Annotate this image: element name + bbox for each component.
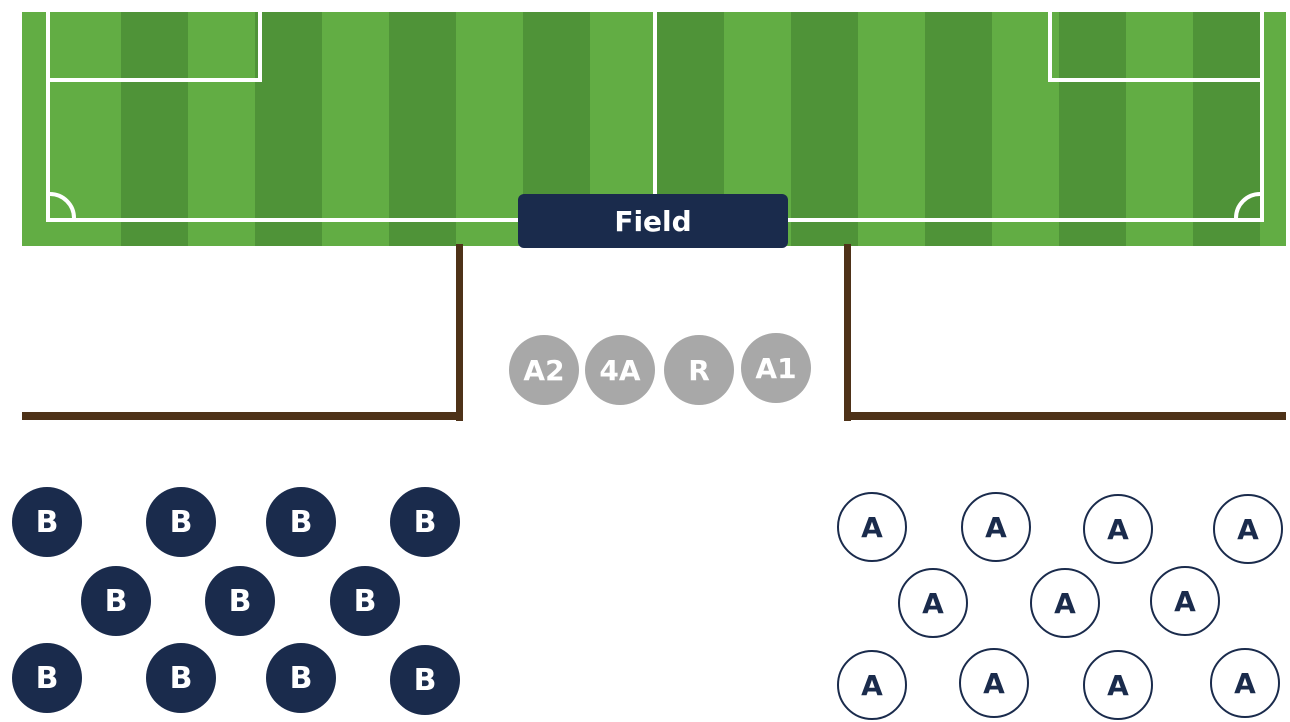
official-r: R: [664, 335, 734, 405]
pitch-stripe: [925, 12, 992, 246]
team-b-player: B: [330, 566, 400, 636]
team-b-player: B: [12, 487, 82, 557]
left-corner-arc: [49, 192, 76, 219]
team-a-player: A: [1083, 650, 1153, 720]
team-b-player: B: [12, 643, 82, 713]
left-barrier-rail: [22, 412, 463, 420]
team-b-player: B: [390, 487, 460, 557]
pitch-stripe: [389, 12, 456, 246]
team-a-player: A: [837, 650, 907, 720]
team-a-player: A: [837, 492, 907, 562]
left-barrier-post: [456, 244, 463, 421]
team-a-player: A: [1150, 566, 1220, 636]
pitch-stripe: [1059, 12, 1126, 246]
team-b-player: B: [390, 645, 460, 715]
team-b-player: B: [266, 487, 336, 557]
team-a-player: A: [898, 568, 968, 638]
right-penalty-box: [1048, 12, 1260, 82]
team-a-player: A: [1083, 494, 1153, 564]
right-barrier-post: [844, 244, 851, 421]
team-b-player: B: [146, 643, 216, 713]
official-a1: A1: [741, 333, 811, 403]
team-b-player: B: [266, 643, 336, 713]
team-a-player: A: [961, 492, 1031, 562]
right-corner-arc: [1234, 192, 1261, 219]
official-4a: 4A: [585, 335, 655, 405]
team-a-player: A: [1210, 648, 1280, 718]
pitch-stripe: [255, 12, 322, 246]
pitch-stripe: [121, 12, 188, 246]
pitch-stripe: [791, 12, 858, 246]
team-b-player: B: [205, 566, 275, 636]
right-barrier-rail: [844, 412, 1286, 420]
team-a-player: A: [1030, 568, 1100, 638]
team-a-player: A: [959, 648, 1029, 718]
field-label: Field: [518, 194, 788, 248]
pitch-stripe: [1193, 12, 1260, 246]
official-a2: A2: [509, 335, 579, 405]
team-b-player: B: [146, 487, 216, 557]
team-a-player: A: [1213, 494, 1283, 564]
team-b-player: B: [81, 566, 151, 636]
left-penalty-box: [50, 12, 262, 82]
